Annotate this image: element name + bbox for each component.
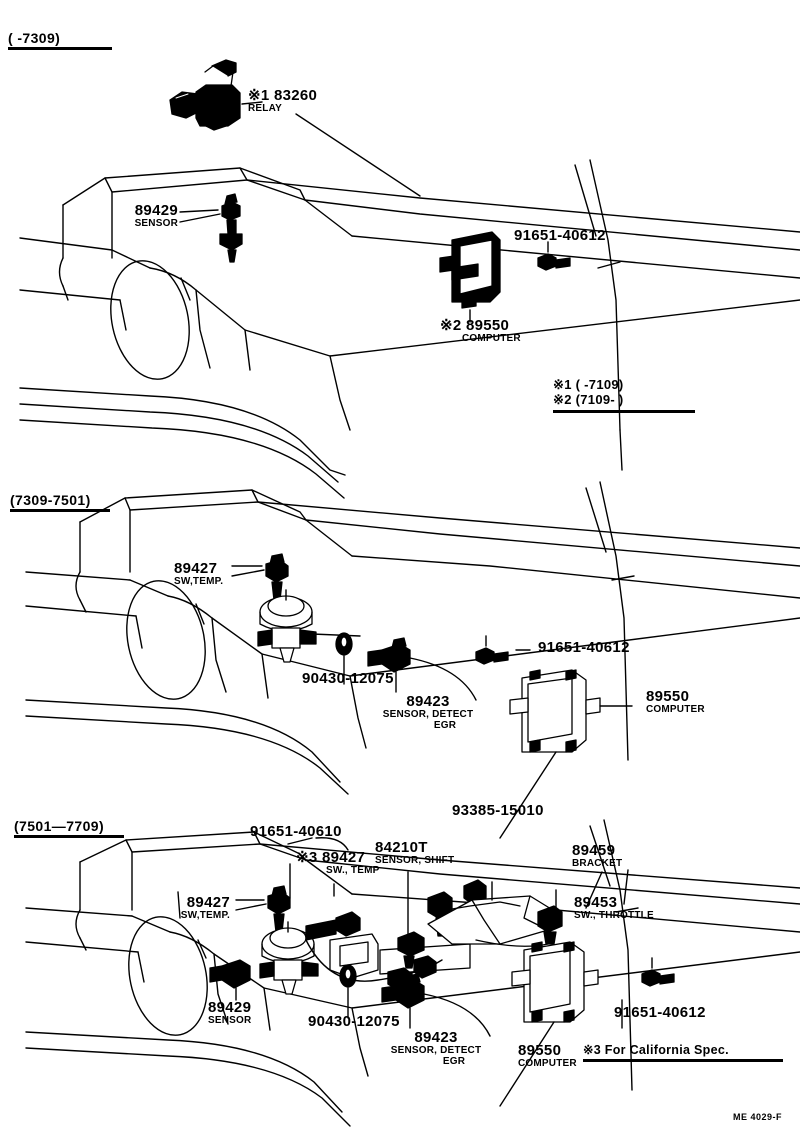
label-computer-89550-p3-sub: COMPUTER [518,1058,577,1069]
label-sensor-egr-89423-p2-sub2: EGR [433,720,457,731]
label-bolt-91651-p3: 91651-40612 [614,1005,706,1020]
label-bolt-91651-p3-number: 91651-40612 [614,1004,706,1021]
label-sw-temp-cal-89427-p3-number: ※3 89427 [296,849,366,866]
label-grommet-90430-p3: 90430-12075 [308,1014,400,1029]
label-sw-temp-89427-p3: 89427 SW,TEMP. [122,895,230,921]
label-relay: ※1 83260 RELAY [248,88,317,114]
label-sensor-egr-89423-p3-sub: SENSOR, DETECT [390,1045,482,1056]
label-sw-throttle-89453-p3-sub: SW., THROTTLE [574,910,654,921]
label-grommet-90430-p2: 90430-12075 [302,671,394,686]
label-sw-throttle-89453-p3: 89453 SW., THROTTLE [574,895,654,921]
label-computer-89550-p2-number: 89550 [646,688,690,705]
section-header-1-text: ( -7309) [8,30,61,46]
label-screw-93385-p3-number: 93385-15010 [452,802,544,819]
label-relay-number: ※1 83260 [248,87,318,104]
label-sensor-89429-p1: 89429 SENSOR [66,203,178,229]
label-sensor-89429-p1-number: 89429 [134,202,178,219]
label-bracket-89459-p3-sub: BRACKET [572,858,623,869]
section-header-2-rule [10,509,110,512]
label-sw-throttle-89453-p3-number: 89453 [574,894,618,911]
label-bolt-91651-40610-p3: 91651-40610 [250,824,342,839]
label-sensor-shift-84210t-p3-sub: SENSOR, SHIFT [375,855,455,866]
label-computer-89550-p2: 89550 COMPUTER [646,689,705,715]
label-grommet-90430-p3-number: 90430-12075 [308,1013,400,1030]
label-sensor-89429-p3-number: 89429 [208,999,252,1016]
label-computer-89550-p2-sub: COMPUTER [646,704,705,715]
label-relay-sub: RELAY [248,103,282,114]
label-grommet-90430-p2-number: 90430-12075 [302,670,394,687]
label-bolt-91651-p2-number: 91651-40612 [538,639,630,656]
label-sensor-89429-p3-sub: SENSOR [208,1015,252,1026]
footnote-1-2: ※2 (7109- ) [553,391,624,407]
label-sw-temp-cal-89427-p3: ※3 89427 SW., TEMP [296,850,379,876]
label-sensor-89429-p3: 89429 SENSOR [208,1000,251,1026]
section-header-3-text: (7501—7709) [14,818,105,834]
label-sensor-egr-89423-p2-sub: SENSOR, DETECT [382,709,474,720]
footnote-california-text: ※3 For California Spec. [583,1043,729,1057]
section-header-1: ( -7309) [8,30,112,50]
label-sw-temp-89427-p3-number: 89427 [186,894,230,911]
label-bolt-91651-p1: 91651-40612 [514,228,606,243]
label-sensor-egr-89423-p3-sub2: EGR [442,1056,466,1067]
label-sensor-89429-p1-sub: SENSOR [134,218,178,229]
section-header-3: (7501—7709) [14,818,124,838]
label-sw-temp-89427-p2-number: 89427 [174,560,218,577]
label-sensor-egr-89423-p3: 89423 SENSOR, DETECT EGR [374,1030,498,1067]
section-header-1-rule [8,47,112,50]
label-sw-temp-89427-p3-sub: SW,TEMP. [180,910,230,921]
label-sensor-shift-84210t-p3: 84210T SENSOR, SHIFT [375,840,454,866]
label-sensor-egr-89423-p2: 89423 SENSOR, DETECT EGR [368,694,488,731]
label-computer-89550-p3-number: 89550 [518,1042,562,1059]
label-computer-89550-p1-sub: COMPUTER [462,333,521,344]
footer-code: ME 4029-F [733,1112,783,1122]
label-bracket-89459-p3: 89459 BRACKET [572,843,622,869]
label-sensor-egr-89423-p2-number: 89423 [406,693,450,710]
label-sw-temp-89427-p2: 89427 SW,TEMP. [174,561,223,587]
label-sw-temp-89427-p2-sub: SW,TEMP. [174,576,224,587]
label-sensor-egr-89423-p3-number: 89423 [414,1029,458,1046]
label-sw-temp-cal-89427-p3-sub: SW., TEMP [326,865,380,876]
label-bolt-91651-40610-p3-number: 91651-40610 [250,823,342,840]
label-computer-89550-p1: ※2 89550 COMPUTER [440,318,521,344]
footnote-1-1: ※1 ( -7109) [553,377,624,392]
label-bracket-89459-p3-number: 89459 [572,842,616,859]
section-header-2-text: (7309-7501) [10,492,91,508]
label-computer-89550-p1-number: ※2 89550 [440,317,510,334]
footnote-group-1: ※1 ( -7109) ※2 (7109- ) [553,377,695,413]
section-header-2: (7309-7501) [10,492,110,512]
label-computer-89550-p3: 89550 COMPUTER [518,1043,577,1069]
label-bolt-91651-p1-number: 91651-40612 [514,227,606,244]
section-header-3-rule [14,835,124,838]
label-bolt-91651-p2: 91651-40612 [538,640,630,655]
footnote-group-1-rule [553,409,695,413]
label-sensor-shift-84210t-p3-number: 84210T [375,839,428,856]
label-screw-93385-p3: 93385-15010 [452,803,544,818]
footnote-california-rule [583,1059,783,1063]
footnote-california: ※3 For California Spec. [583,1043,783,1063]
